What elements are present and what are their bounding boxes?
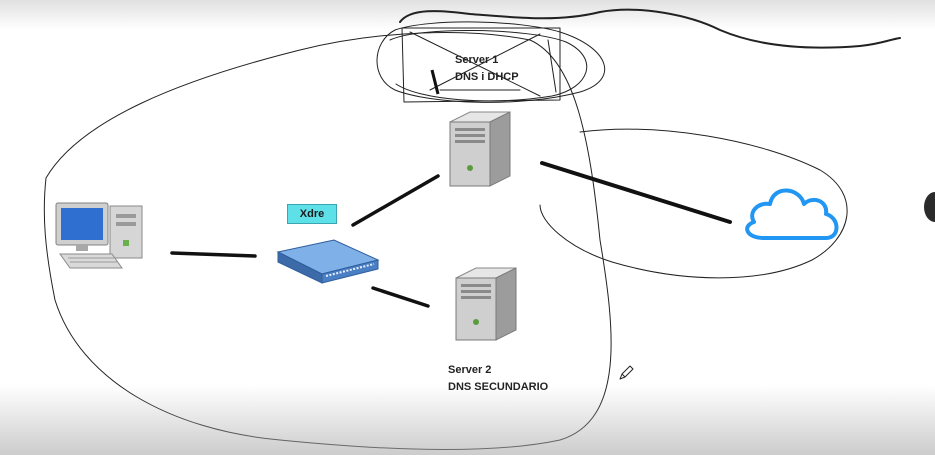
network-links [170, 161, 732, 308]
server1-tick-mark [430, 69, 440, 95]
cloud-icon [745, 188, 839, 240]
pencil-icon [619, 365, 634, 380]
server2-title: Server 2 [448, 364, 492, 376]
hand-drawn-annotations [43, 8, 901, 450]
edge-cursor-dot [924, 192, 935, 222]
link-switch-server2 [371, 286, 430, 308]
server2-role: DNS SECUNDARIO [448, 381, 549, 393]
top-scribble-line [399, 8, 901, 49]
server-icon [449, 111, 511, 187]
server1-title: Server 1 [455, 54, 499, 66]
link-computer-switch [170, 251, 257, 258]
computer-icon [55, 202, 143, 269]
cloud-loop-outline [539, 128, 848, 279]
server1-circle-scribble [376, 21, 606, 103]
switch-icon [276, 239, 380, 284]
server1-role: DNS i DHCP [455, 71, 519, 83]
switch-label: Xdre [287, 204, 337, 224]
link-switch-server1 [351, 174, 440, 227]
server-icon [455, 267, 517, 341]
server1-label: Server 1 DNS i DHCP [455, 52, 519, 86]
large-loop-outline [43, 32, 612, 450]
link-server1-cloud [540, 161, 732, 224]
server1-circle-scribble-2 [389, 30, 588, 102]
server1-box-scribble [401, 27, 561, 103]
server2-label: Server 2 DNS SECUNDARIO [448, 362, 548, 396]
